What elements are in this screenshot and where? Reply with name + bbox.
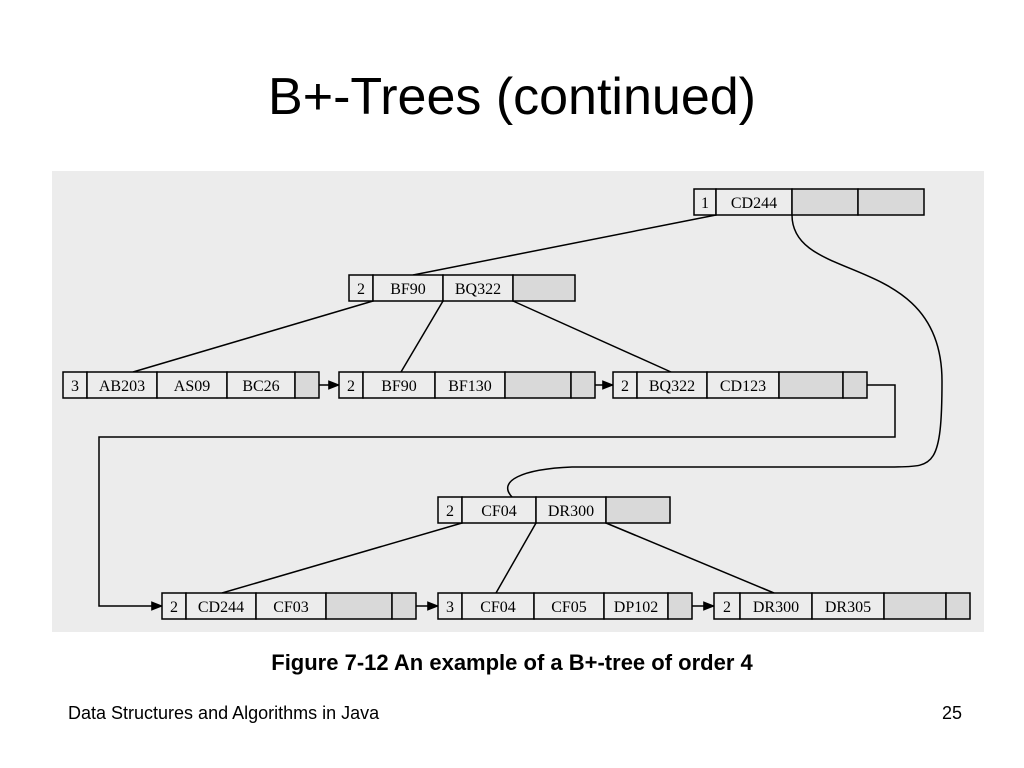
node-key: CF03 — [273, 599, 309, 616]
empty-key-cell — [883, 592, 947, 620]
node-key: DP102 — [614, 599, 658, 616]
edge-internal-1-to-leaf-1 — [132, 300, 374, 373]
node-key: DR300 — [753, 599, 799, 616]
node-key: AS09 — [174, 378, 210, 395]
key-count-cell — [713, 592, 741, 620]
next-leaf-pointer-cell — [570, 371, 596, 399]
node-key: CD244 — [198, 599, 244, 616]
key-cell — [461, 496, 537, 524]
node-key: AB203 — [99, 378, 145, 395]
edge-root-to-internal-1 — [412, 214, 717, 276]
leaf-node-3: 2 BQ322 CD123 — [612, 371, 868, 399]
internal-node-1: 2 BF90 BQ322 — [348, 274, 576, 302]
node-key: BQ322 — [455, 281, 501, 298]
key-cell — [715, 188, 793, 216]
node-key: BF90 — [390, 281, 426, 298]
empty-key-cell — [605, 496, 671, 524]
node-key: BF90 — [381, 378, 417, 395]
leaf-node-6: 2 DR300 DR305 — [713, 592, 971, 620]
key-cell — [434, 371, 506, 399]
node-key: CF04 — [481, 503, 517, 520]
key-cell — [442, 274, 514, 302]
node-key: BC26 — [242, 378, 279, 395]
figure-caption: Figure 7-12 An example of a B+-tree of o… — [271, 650, 753, 675]
key-count-cell — [437, 592, 463, 620]
leaf-node-4: 2 CD244 CF03 — [161, 592, 417, 620]
node-key: BQ322 — [649, 378, 695, 395]
empty-key-cell — [857, 188, 925, 216]
edge-internal-2-to-leaf-4 — [221, 522, 463, 594]
key-count: 1 — [701, 195, 709, 212]
key-cell — [636, 371, 708, 399]
key-cell — [185, 592, 257, 620]
next-leaf-pointer-cell — [391, 592, 417, 620]
edge-root-to-internal-2 — [506, 214, 943, 498]
key-count: 2 — [621, 378, 629, 395]
edge-internal-2-to-leaf-6 — [605, 522, 775, 594]
empty-key-cell — [325, 592, 393, 620]
node-key: DR305 — [825, 599, 871, 616]
leaf-node-1: 3 AB203 AS09 BC26 — [62, 371, 320, 399]
key-count: 2 — [170, 599, 178, 616]
key-count: 3 — [446, 599, 454, 616]
key-cell — [533, 592, 605, 620]
leaf-node-2: 2 BF90 BF130 — [338, 371, 596, 399]
edge-internal-2-to-leaf-5 — [495, 522, 537, 594]
key-cell — [226, 371, 296, 399]
key-cell — [461, 592, 535, 620]
next-leaf-pointer-cell — [667, 592, 693, 620]
next-leaf-pointer-cell — [945, 592, 971, 620]
key-count: 3 — [71, 378, 79, 395]
empty-key-cell — [778, 371, 844, 399]
key-cell — [255, 592, 327, 620]
node-key: CF04 — [480, 599, 516, 616]
edge-internal-1-to-leaf-3 — [512, 300, 672, 373]
page-number: 25 — [941, 703, 962, 723]
slide-title: B+-Trees (continued) — [268, 68, 756, 126]
leaf-node-5: 3 CF04 CF05 DP102 — [437, 592, 693, 620]
next-leaf-pointer-cell — [842, 371, 868, 399]
leaf-pointer-3-to-4 — [98, 384, 896, 611]
node-key: CD244 — [731, 195, 777, 212]
next-leaf-pointer-cell — [294, 371, 320, 399]
key-cell — [372, 274, 444, 302]
key-cell — [706, 371, 780, 399]
key-cell — [739, 592, 813, 620]
key-count: 2 — [347, 378, 355, 395]
key-count: 2 — [357, 281, 365, 298]
node-key: DR300 — [548, 503, 594, 520]
key-cell — [86, 371, 158, 399]
key-count-cell — [437, 496, 463, 524]
edge-internal-1-to-leaf-2 — [400, 300, 444, 373]
key-cell — [603, 592, 669, 620]
node-key: CF05 — [551, 599, 587, 616]
empty-key-cell — [791, 188, 859, 216]
root-node: 1 CD244 — [693, 188, 925, 216]
empty-key-cell — [504, 371, 572, 399]
node-key: BF130 — [448, 378, 492, 395]
internal-node-2: 2 CF04 DR300 — [437, 496, 671, 524]
tree-edges — [98, 214, 943, 611]
footer-course-title: Data Structures and Algorithms in Java — [68, 703, 380, 723]
node-key: CD123 — [720, 378, 766, 395]
key-cell — [362, 371, 436, 399]
empty-key-cell — [512, 274, 576, 302]
key-count: 2 — [723, 599, 731, 616]
key-count: 2 — [446, 503, 454, 520]
